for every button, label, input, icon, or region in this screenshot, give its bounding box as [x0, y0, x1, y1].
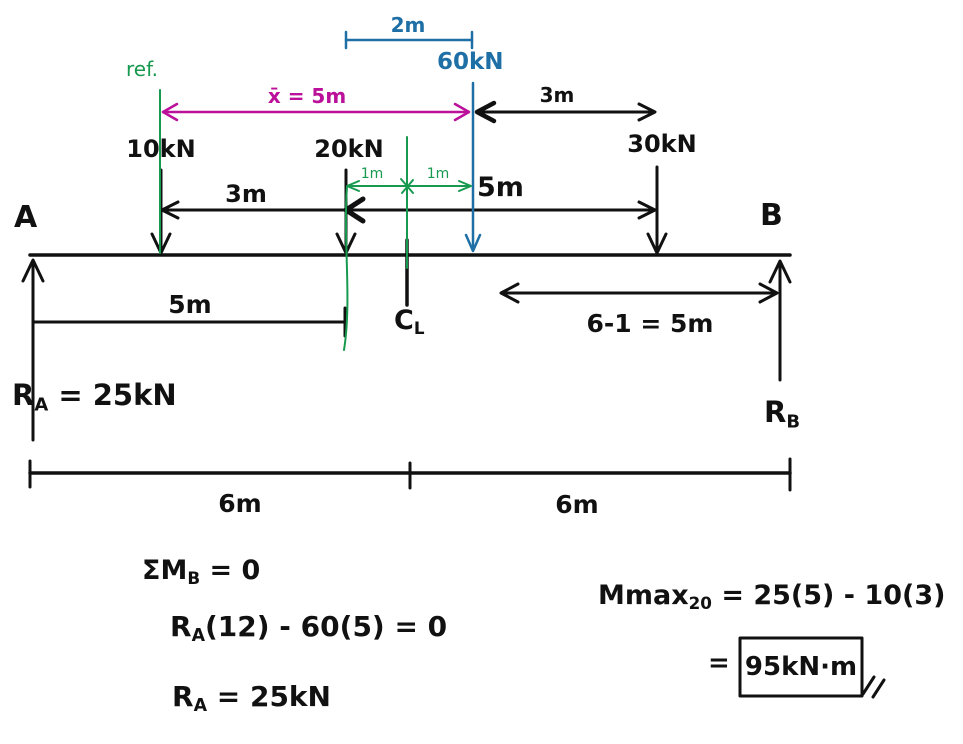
dim-5m-below-label: 5m [168, 290, 212, 319]
six-minus-one-right-arrowhead [758, 282, 779, 304]
reaction-b-arrowhead [768, 259, 792, 284]
dim-3m-left-label: 3m [225, 180, 267, 208]
load-30-label: 30kN [627, 130, 697, 158]
load-20-guide-line [343, 186, 349, 351]
equation-equals-sign: = [708, 648, 730, 678]
xbar-label: x̄ = 5m [267, 84, 347, 108]
reaction-a-arrowhead [21, 258, 45, 283]
resultant-arrowhead [464, 233, 482, 253]
dim-1m-left-label: 1m [360, 166, 384, 182]
load-30-arrowhead [646, 232, 668, 255]
centerline-label: CL [394, 305, 425, 339]
xbar-right-arrowhead [453, 102, 471, 122]
dim-2m-label: 2m [390, 13, 426, 37]
resultant-load-label: 60kN [437, 49, 504, 75]
load-20-label: 20kN [314, 135, 384, 163]
one-m-left-arrowhead [346, 180, 360, 192]
reaction-b-label: RB [764, 395, 801, 433]
dim-6-1-label: 6-1 = 5m [586, 309, 714, 338]
dim-3m-right-label: 3m [539, 83, 575, 107]
mmax-result-value: 95kN·m [744, 652, 858, 682]
reaction-a-label: RA = 25kN [12, 378, 177, 416]
equation-ra-result: RA = 25kN [172, 680, 331, 717]
top-3m-right-arrowhead [637, 102, 657, 122]
support-a-label: A [14, 200, 38, 235]
dim-1m-right-label: 1m [426, 166, 450, 182]
load-10-label: 10kN [126, 135, 196, 163]
dim-6m-left-label: 6m [218, 489, 262, 518]
one-m-center-cross-2 [401, 179, 414, 194]
equation-sum-moments: ΣMB = 0 [142, 555, 261, 589]
top-3m-left-arrowhead [474, 100, 497, 124]
finish-tick-1 [861, 675, 876, 696]
dim-6m-right-label: 6m [555, 490, 599, 519]
support-b-label: B [760, 198, 783, 233]
result-box [738, 636, 864, 698]
finish-tick-2 [871, 678, 886, 699]
xbar-left-arrowhead [161, 102, 179, 122]
equation-mmax: Mmax20 = 25(5) - 10(3) [598, 580, 946, 614]
ref-label: ref. [126, 57, 159, 81]
one-m-right-arrowhead [458, 180, 472, 192]
mid-dim-right-arrowhead [637, 200, 657, 220]
equation-moment-balance: RA(12) - 60(5) = 0 [170, 610, 448, 647]
dim-5m-mid-label: 5m [477, 172, 524, 203]
six-minus-one-left-arrowhead [499, 282, 520, 304]
mid-dim-left-arrowhead [160, 200, 180, 220]
